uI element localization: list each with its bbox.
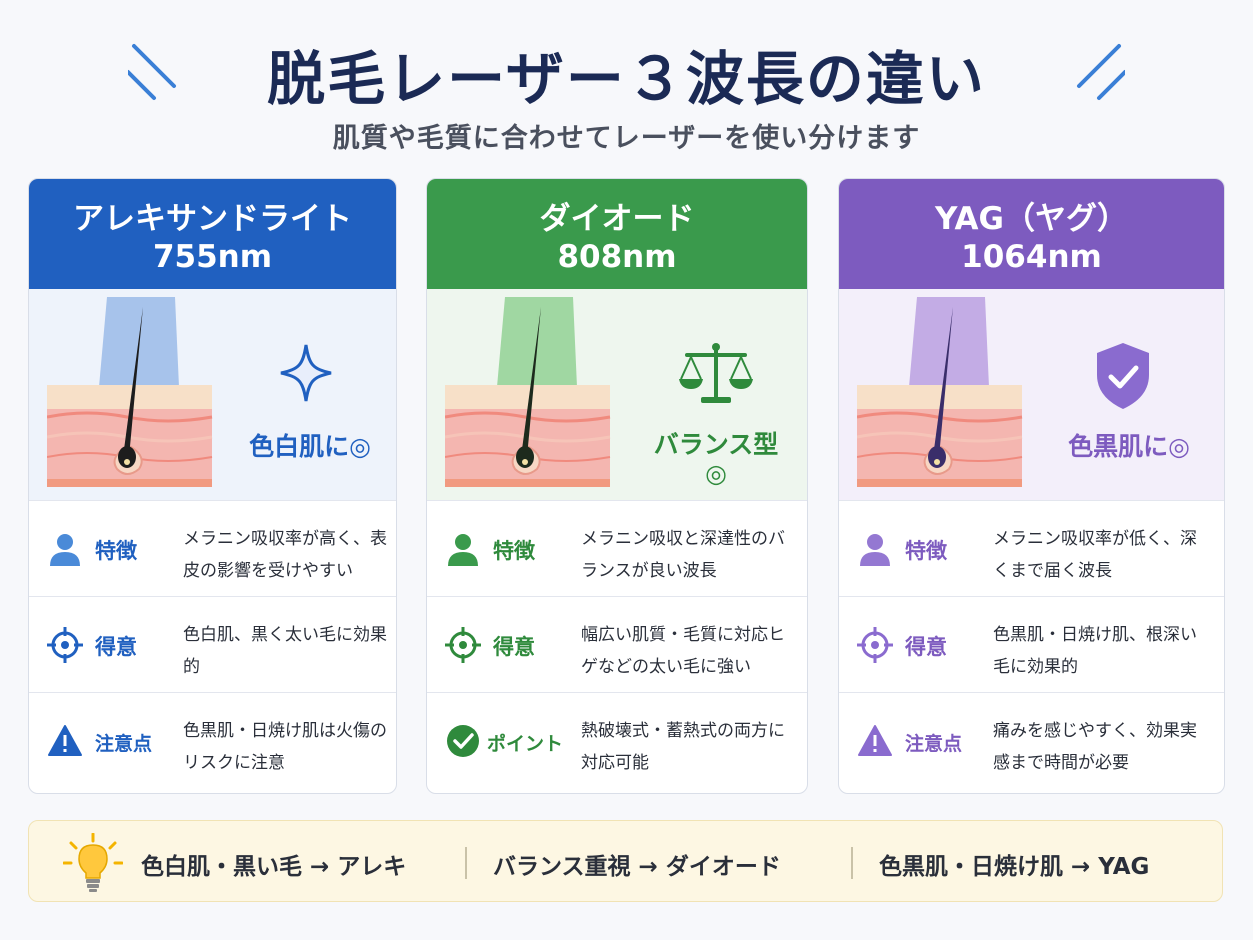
visual-label-mark: ◎ [705, 459, 727, 488]
summary-bar: 色白肌・黒い毛 → アレキ バランス重視 → ダイオード 色黒肌・日焼け肌 → … [28, 820, 1223, 902]
laser-wavelength: 755nm [152, 239, 273, 275]
summary-item-diode: バランス重視 → ダイオード [493, 854, 781, 880]
summary-item-alexandrite: 色白肌・黒い毛 → アレキ [141, 854, 407, 880]
feature-text: メラニン吸収率が高く、表皮の影響を受けやすい [183, 529, 387, 581]
card-header: ダイオード 808nm [427, 179, 807, 289]
laser-wavelength: 808nm [557, 239, 677, 275]
feature-row: 特徴 メラニン吸収率が低く、深くまで届く波長 [839, 501, 1224, 597]
feature-rows: 特徴 メラニン吸収率が高く、表皮の影響を受けやすい 得意 色白肌、黒く太い毛に効… [29, 501, 396, 793]
page-subtitle: 肌質や毛質に合わせてレーザーを使い分けます [332, 123, 921, 154]
card-yag: YAG（ヤグ） 1064nm 色黒肌に◎ [838, 178, 1225, 794]
feature-text: 熱破壊式・蓄熱式の両方に対応可能 [581, 721, 785, 773]
feature-text: メラニン吸収と深達性のバランスが良い波長 [581, 529, 785, 581]
feature-label: 注意点 [905, 733, 963, 755]
feature-text: 色白肌、黒く太い毛に効果的 [183, 625, 387, 677]
feature-label: 特徴 [905, 539, 947, 563]
laser-name: YAG（ヤグ） [935, 201, 1128, 237]
feature-label: 特徴 [95, 539, 137, 563]
feature-label: 得意 [493, 635, 535, 659]
target-icon [47, 627, 83, 663]
skin-cross-section-icon [47, 297, 213, 487]
summary-divider [851, 847, 853, 879]
feature-text: 色黒肌・日焼け肌は火傷のリスクに注意 [183, 721, 387, 773]
feature-rows: 特徴 メラニン吸収と深達性のバランスが良い波長 得意 幅広い肌質・毛質に対応ヒゲ… [427, 501, 807, 793]
person-icon [448, 534, 478, 566]
skin-cross-section-icon [445, 297, 611, 487]
feature-row: 得意 色白肌、黒く太い毛に効果的 [29, 597, 396, 693]
feature-rows: 特徴 メラニン吸収率が低く、深くまで届く波長 得意 色黒肌・日焼け肌、根深い毛に… [839, 501, 1224, 793]
feature-row: 注意点 色黒肌・日焼け肌は火傷のリスクに注意 [29, 693, 396, 789]
visual-label: 色黒肌に◎ [1068, 432, 1190, 461]
scale-icon [679, 343, 753, 403]
card-header: YAG（ヤグ） 1064nm [839, 179, 1224, 289]
feature-label: 注意点 [95, 733, 153, 755]
feature-text: 痛みを感じやすく、効果実感まで時間が必要 [993, 721, 1197, 773]
decoration-lines-icon [1077, 44, 1125, 100]
feature-row: ポイント 熱破壊式・蓄熱式の両方に対応可能 [427, 693, 807, 789]
summary-item-yag: 色黒肌・日焼け肌 → YAG [879, 854, 1150, 880]
feature-row: 特徴 メラニン吸収と深達性のバランスが良い波長 [427, 501, 807, 597]
feature-label: 特徴 [493, 539, 535, 563]
skin-cross-section-icon [857, 297, 1023, 487]
lightbulb-icon [63, 833, 123, 892]
visual-label: バランス型 [653, 430, 779, 459]
feature-text: 幅広い肌質・毛質に対応ヒゲなどの太い毛に強い [581, 625, 785, 677]
card-alexandrite: アレキサンドライト 755nm 色白肌に◎ [28, 178, 397, 794]
check-icon [447, 725, 479, 757]
feature-text: 色黒肌・日焼け肌、根深い毛に効果的 [993, 625, 1197, 677]
shield-icon [1097, 343, 1149, 409]
warning-icon [858, 725, 892, 756]
laser-cards: アレキサンドライト 755nm 色白肌に◎ [28, 178, 1225, 794]
card-visual: 色黒肌に◎ [839, 289, 1224, 501]
header: 脱毛レーザー３波長の違い 肌質や毛質に合わせてレーザーを使い分けます [0, 18, 1253, 158]
summary-divider [465, 847, 467, 879]
laser-name: アレキサンドライト [73, 201, 352, 237]
sparkle-icon [280, 344, 332, 402]
warning-icon [48, 725, 82, 756]
feature-label: 得意 [905, 635, 947, 659]
card-diode: ダイオード 808nm [426, 178, 808, 794]
feature-text: メラニン吸収率が低く、深くまで届く波長 [993, 529, 1197, 581]
feature-label: ポイント [487, 733, 564, 755]
person-icon [50, 534, 80, 566]
decoration-lines-icon [128, 44, 176, 100]
laser-name: ダイオード [539, 201, 695, 237]
feature-row: 特徴 メラニン吸収率が高く、表皮の影響を受けやすい [29, 501, 396, 597]
visual-label: 色白肌に◎ [249, 432, 371, 461]
feature-row: 得意 幅広い肌質・毛質に対応ヒゲなどの太い毛に強い [427, 597, 807, 693]
person-icon [860, 534, 890, 566]
feature-row: 得意 色黒肌・日焼け肌、根深い毛に効果的 [839, 597, 1224, 693]
page-title: 脱毛レーザー３波長の違い [267, 45, 986, 113]
card-visual: 色白肌に◎ [29, 289, 396, 501]
target-icon [857, 627, 893, 663]
card-header: アレキサンドライト 755nm [29, 179, 396, 289]
target-icon [445, 627, 481, 663]
feature-label: 得意 [95, 635, 137, 659]
card-visual: バランス型 ◎ [427, 289, 807, 501]
feature-row: 注意点 痛みを感じやすく、効果実感まで時間が必要 [839, 693, 1224, 789]
laser-wavelength: 1064nm [961, 239, 1102, 275]
